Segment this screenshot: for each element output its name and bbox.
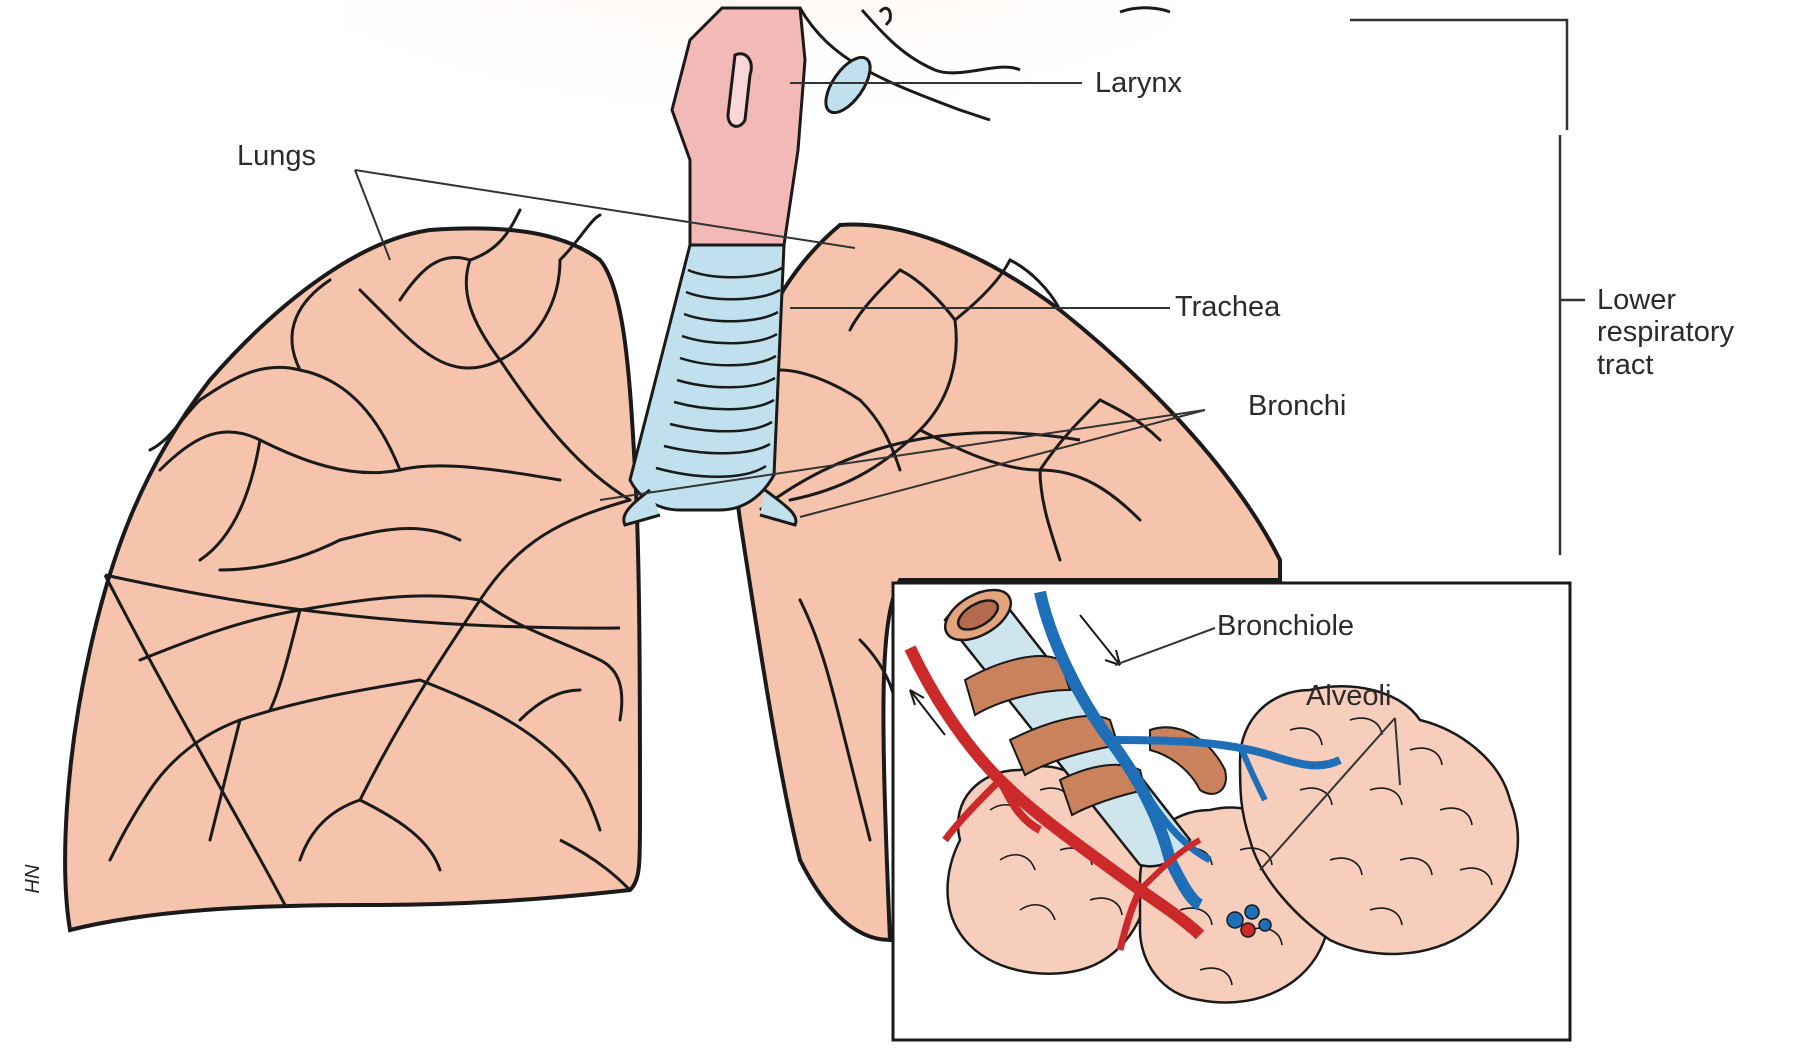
label-lungs: Lungs [237,140,316,172]
label-bronchiole: Bronchiole [1217,610,1354,642]
artist-initials: NH [20,864,42,893]
label-trachea: Trachea [1175,291,1280,323]
label-larynx: Larynx [1095,67,1182,99]
label-bronchi: Bronchi [1248,390,1346,422]
tract-bracket [1350,20,1585,555]
label-lower-respiratory-tract: Lower respiratory tract [1597,284,1797,381]
label-alveoli: Alveoli [1306,680,1391,712]
left-lung [65,228,640,930]
